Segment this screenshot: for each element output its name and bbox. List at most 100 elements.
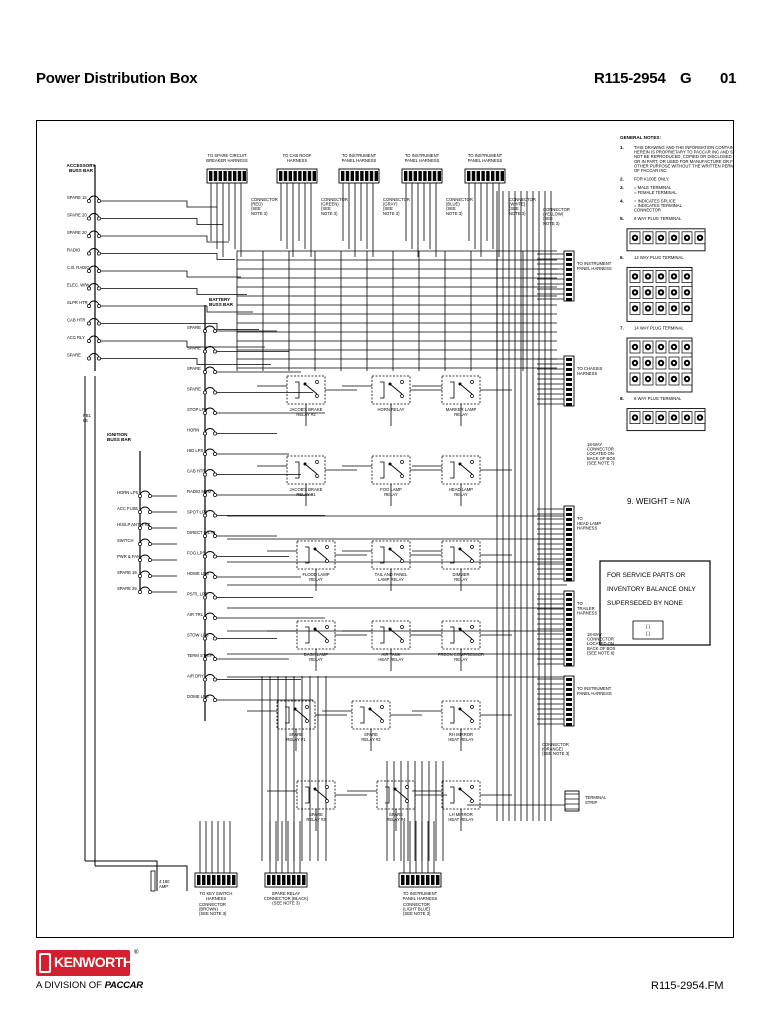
connector-pin — [566, 718, 572, 721]
connector-pin — [297, 875, 301, 885]
note-text: = INDICATES SPLICE — [634, 198, 676, 203]
connector-note: CONNECTOR — [446, 197, 473, 202]
pin-icon — [672, 275, 676, 278]
wire — [101, 270, 241, 278]
contact-icon — [315, 460, 319, 464]
breaker-label: SPOT LPS — [187, 510, 208, 515]
breaker-label: TERM STRIP — [187, 653, 213, 658]
side-connector-label: TO INSTRUMENT — [577, 686, 612, 691]
terminal-icon — [213, 534, 217, 538]
contact-icon — [400, 559, 404, 563]
terminal-icon — [203, 534, 207, 538]
breaker-label: HORN — [187, 428, 199, 433]
connector-pin — [566, 663, 572, 666]
breaker-label: RADIO — [67, 248, 81, 253]
contact-icon — [303, 462, 307, 466]
connector-pin — [486, 171, 490, 181]
pin-icon — [659, 307, 663, 310]
revision-letter: G — [680, 70, 692, 87]
relay-body — [441, 455, 481, 485]
wire — [101, 253, 235, 260]
connector-pin — [566, 523, 572, 526]
breaker-label: ACC FUSE — [117, 506, 138, 511]
bottom-connector-label: HARNESS — [206, 896, 226, 901]
division-line: A DIVISION OF PACCAR — [36, 980, 143, 991]
connector-pin — [566, 638, 572, 641]
terminal-icon — [203, 349, 207, 354]
top-connector-label: TO INSTRUMENT — [405, 153, 440, 158]
connector-pin — [279, 171, 283, 181]
contact-icon — [388, 627, 392, 631]
relay-coil-icon — [450, 786, 455, 804]
contact-icon — [325, 559, 329, 563]
pin-icon — [646, 377, 650, 381]
bottom-connector-label: SPARE RELAY — [272, 891, 301, 896]
top-connector-label: HARNESS — [287, 158, 307, 163]
connector-pin — [365, 171, 369, 181]
terminal-icon — [203, 390, 207, 395]
connector-pin — [566, 623, 572, 626]
terminal-icon — [87, 304, 91, 308]
pin-icon — [685, 416, 689, 419]
pin-icon — [633, 345, 637, 349]
relay-coil-icon — [360, 706, 365, 724]
terminal-icon — [87, 286, 91, 291]
connector-pin — [500, 171, 504, 181]
contact-icon — [470, 545, 474, 549]
terminal-icon — [203, 657, 207, 661]
relay-switch-icon — [389, 628, 403, 640]
terminal-icon — [213, 431, 217, 436]
breaker-label: SPARE — [67, 353, 81, 358]
breaker-label: ACC RLY — [67, 335, 85, 340]
terminal-icon — [138, 494, 142, 498]
pin-icon — [659, 236, 663, 239]
connector-pin — [292, 875, 296, 885]
pin-icon — [698, 416, 702, 419]
relay — [286, 455, 326, 485]
bus-bar-label: ACCESSORY — [67, 163, 96, 168]
note-text: NOT BE REPRODUCED, COPIED OR DISCLOSED I… — [634, 154, 733, 159]
pin-icon — [685, 291, 689, 294]
contact-icon — [313, 787, 317, 791]
contact-icon — [303, 382, 307, 386]
relay-label: AIR TANK — [382, 652, 401, 657]
relay-coil-icon — [380, 461, 385, 479]
relay-switch-icon — [459, 548, 473, 560]
pin-icon — [633, 377, 637, 381]
connector-pin — [566, 543, 572, 546]
connector-pin — [223, 171, 227, 181]
relay-label: RELAY #1 — [286, 737, 306, 742]
terminal-icon — [87, 321, 91, 326]
relay-label: DIMMER — [453, 572, 470, 577]
connector-pin — [566, 593, 572, 596]
contact-icon — [470, 394, 474, 398]
terminal-icon — [87, 199, 91, 203]
terminal-icon — [213, 595, 217, 600]
connector-pin — [566, 653, 572, 656]
connector-pin — [418, 171, 422, 181]
relay-coil-icon — [305, 626, 310, 644]
terminal-icon — [203, 329, 207, 333]
pin-icon — [672, 416, 676, 419]
contact-icon — [400, 474, 404, 478]
relay-label: FREON COMPRESSOR — [438, 652, 484, 657]
connector-pin — [566, 258, 572, 261]
wire — [101, 235, 229, 243]
relay-coil-icon — [285, 706, 290, 724]
note-text: = INDICATES TERMINAL — [634, 203, 683, 208]
pin-icon — [698, 236, 702, 239]
relay — [371, 540, 411, 570]
connector-pin — [566, 383, 572, 386]
relay-coil-icon — [450, 626, 455, 644]
connector-pin — [227, 875, 231, 885]
registered-mark: ® — [134, 950, 139, 956]
top-connector-label: TO INSTRUMENT — [342, 153, 377, 158]
note-number: 4. — [620, 198, 624, 203]
connector-note: NOTE 3) — [543, 221, 560, 226]
fuse-label: AMP — [159, 884, 168, 889]
relay-body — [296, 780, 336, 810]
relay-label: RELAY — [454, 657, 468, 662]
contact-icon — [305, 705, 309, 709]
connector-note: (SEE NOTE 3) — [403, 911, 431, 916]
relay-switch-icon — [294, 708, 308, 720]
